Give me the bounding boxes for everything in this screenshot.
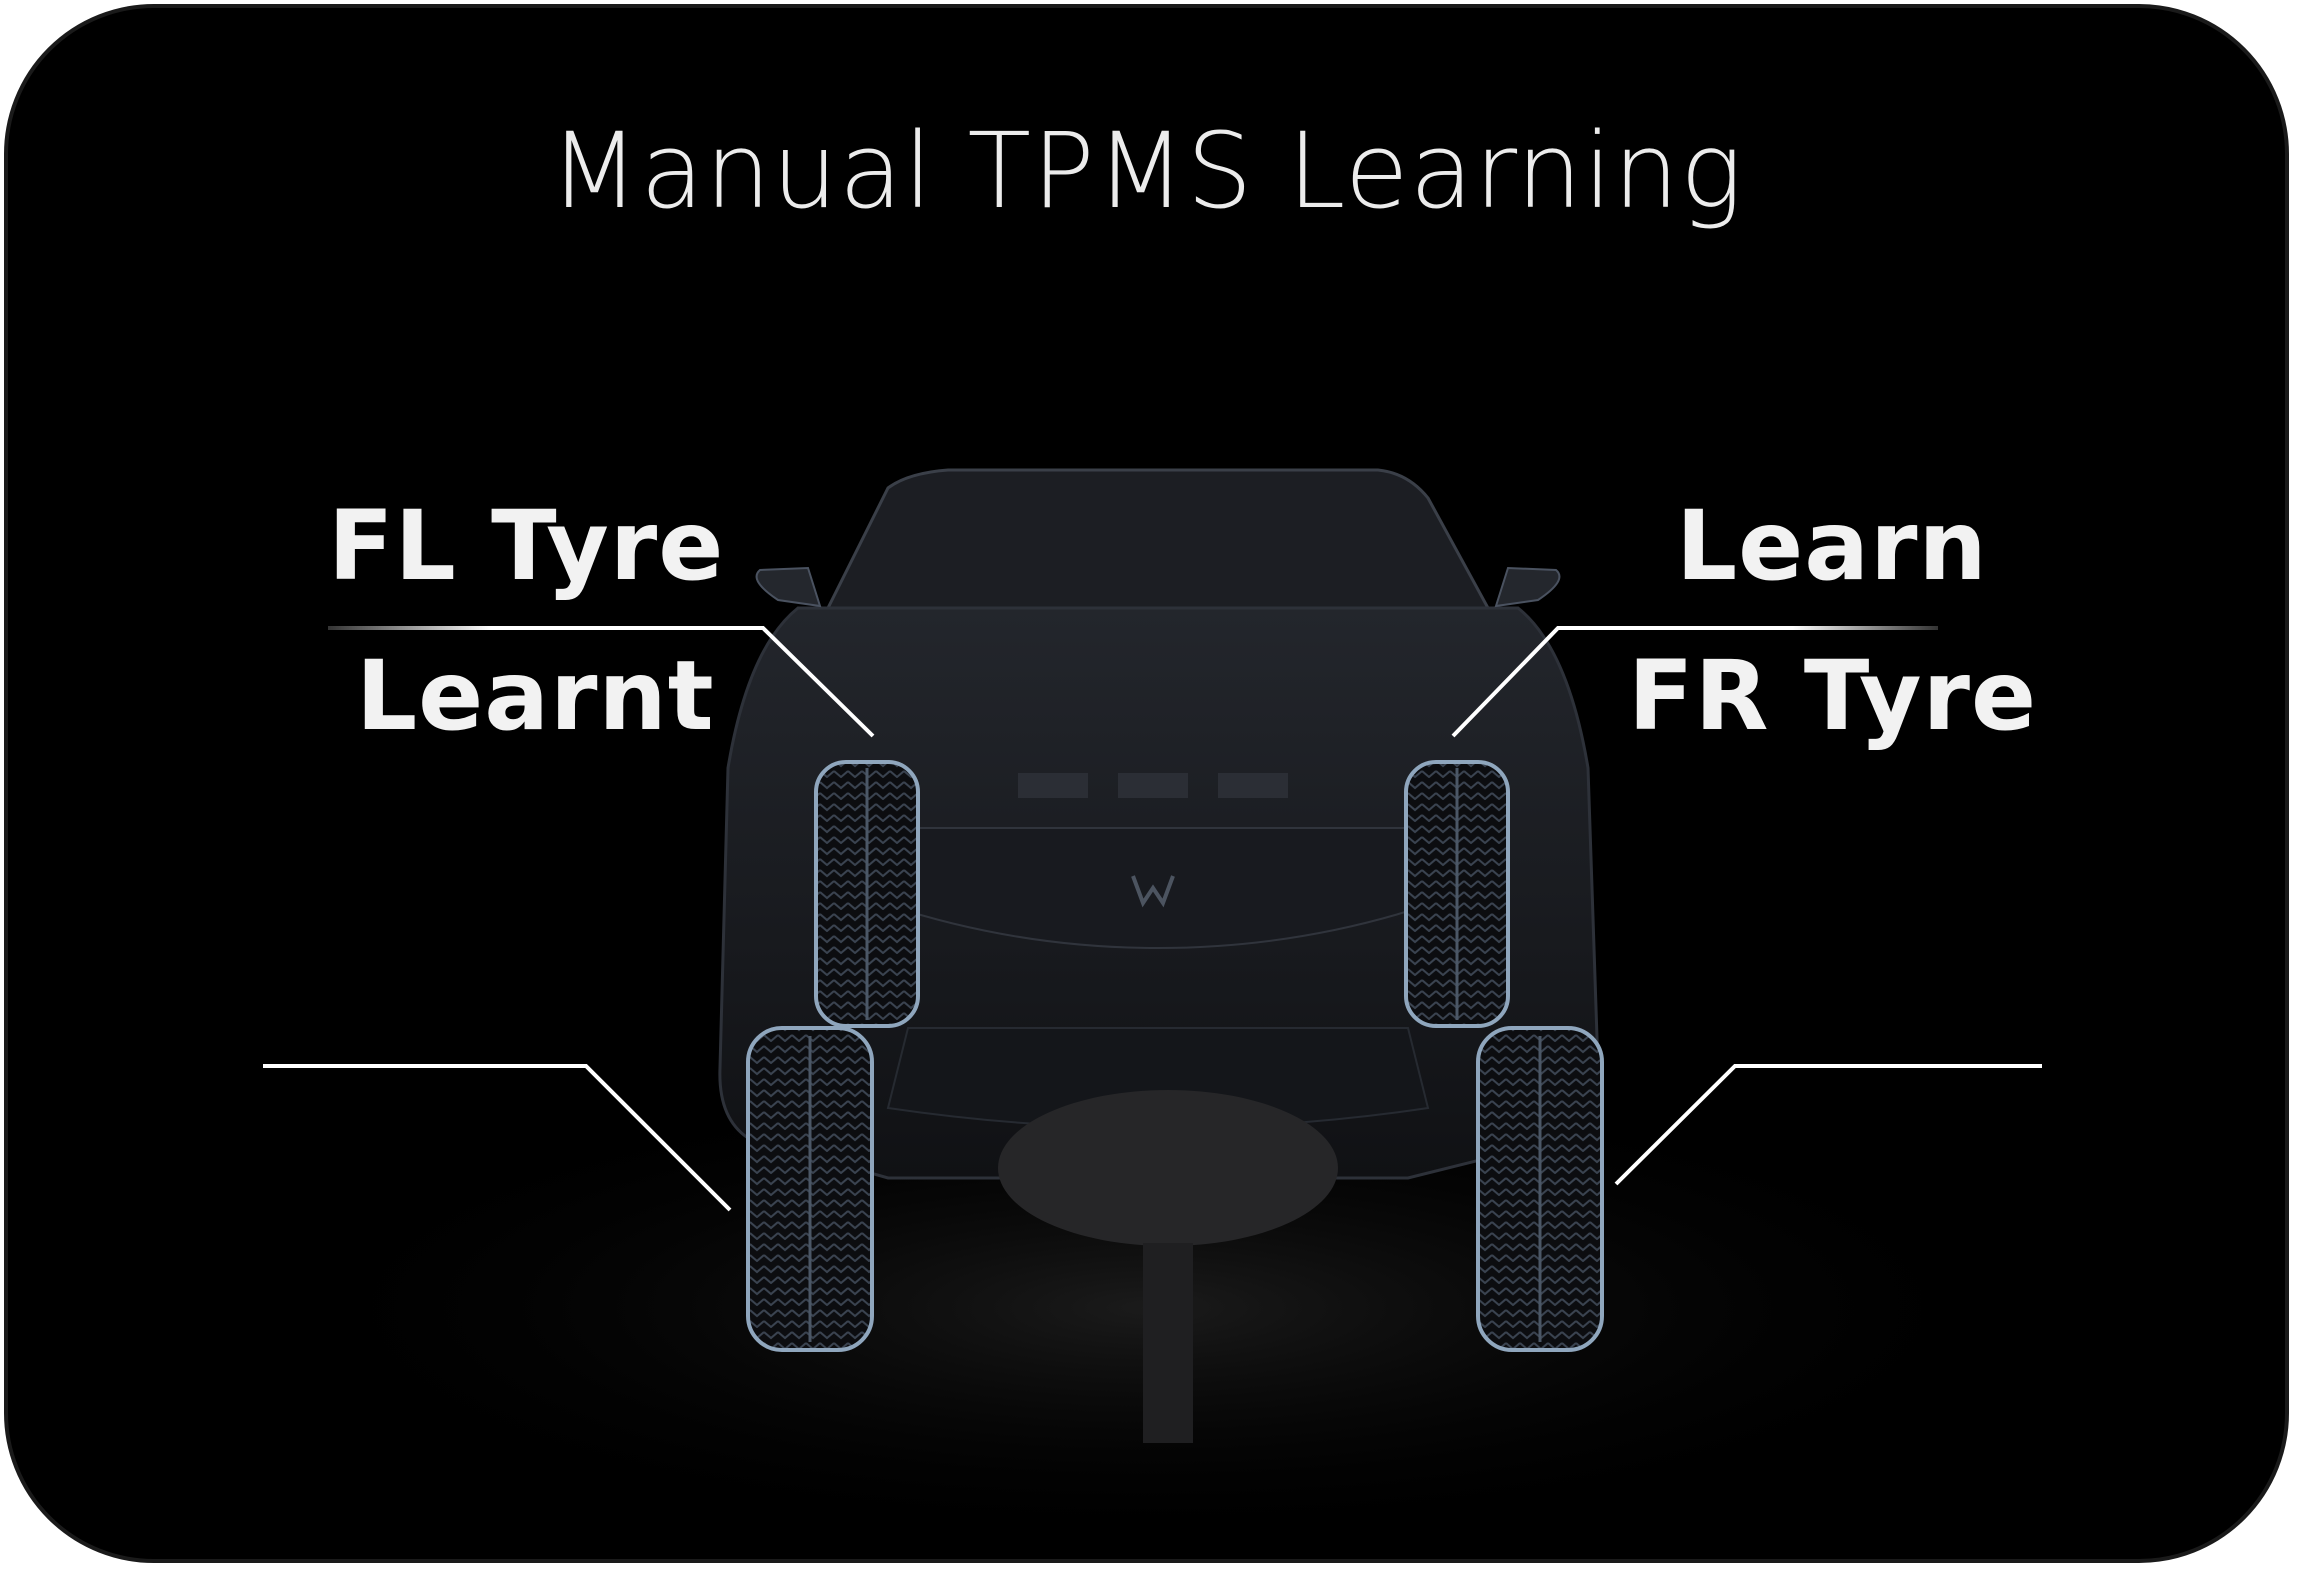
fl-tyre-status: Learnt: [356, 640, 715, 752]
fl-leader-line: [328, 626, 875, 738]
rl-leader-line: [263, 1064, 732, 1212]
car-body: [718, 468, 1600, 1443]
vehicle-illustration: [248, 468, 2048, 1548]
rr-leader-line: [1614, 1064, 2042, 1186]
page-title: Manual TPMS Learning: [549, 110, 1744, 232]
brand-logo-icon: [1131, 875, 1175, 908]
rear-right-tyre-icon: [1476, 1026, 1604, 1352]
front-right-tyre-icon: [1404, 760, 1510, 1028]
fl-tyre-label: FL Tyre: [328, 490, 725, 602]
front-left-tyre-icon: [814, 760, 920, 1028]
rear-left-tyre-icon: [746, 1026, 874, 1352]
fr-tyre-label: FR Tyre: [1628, 640, 2038, 752]
tpms-screen: Manual TPMS Learning FL Tyre Learnt Lear…: [4, 4, 2289, 1563]
fr-tyre-status: Learn: [1676, 490, 1988, 602]
fr-leader-line: [1451, 626, 1938, 738]
